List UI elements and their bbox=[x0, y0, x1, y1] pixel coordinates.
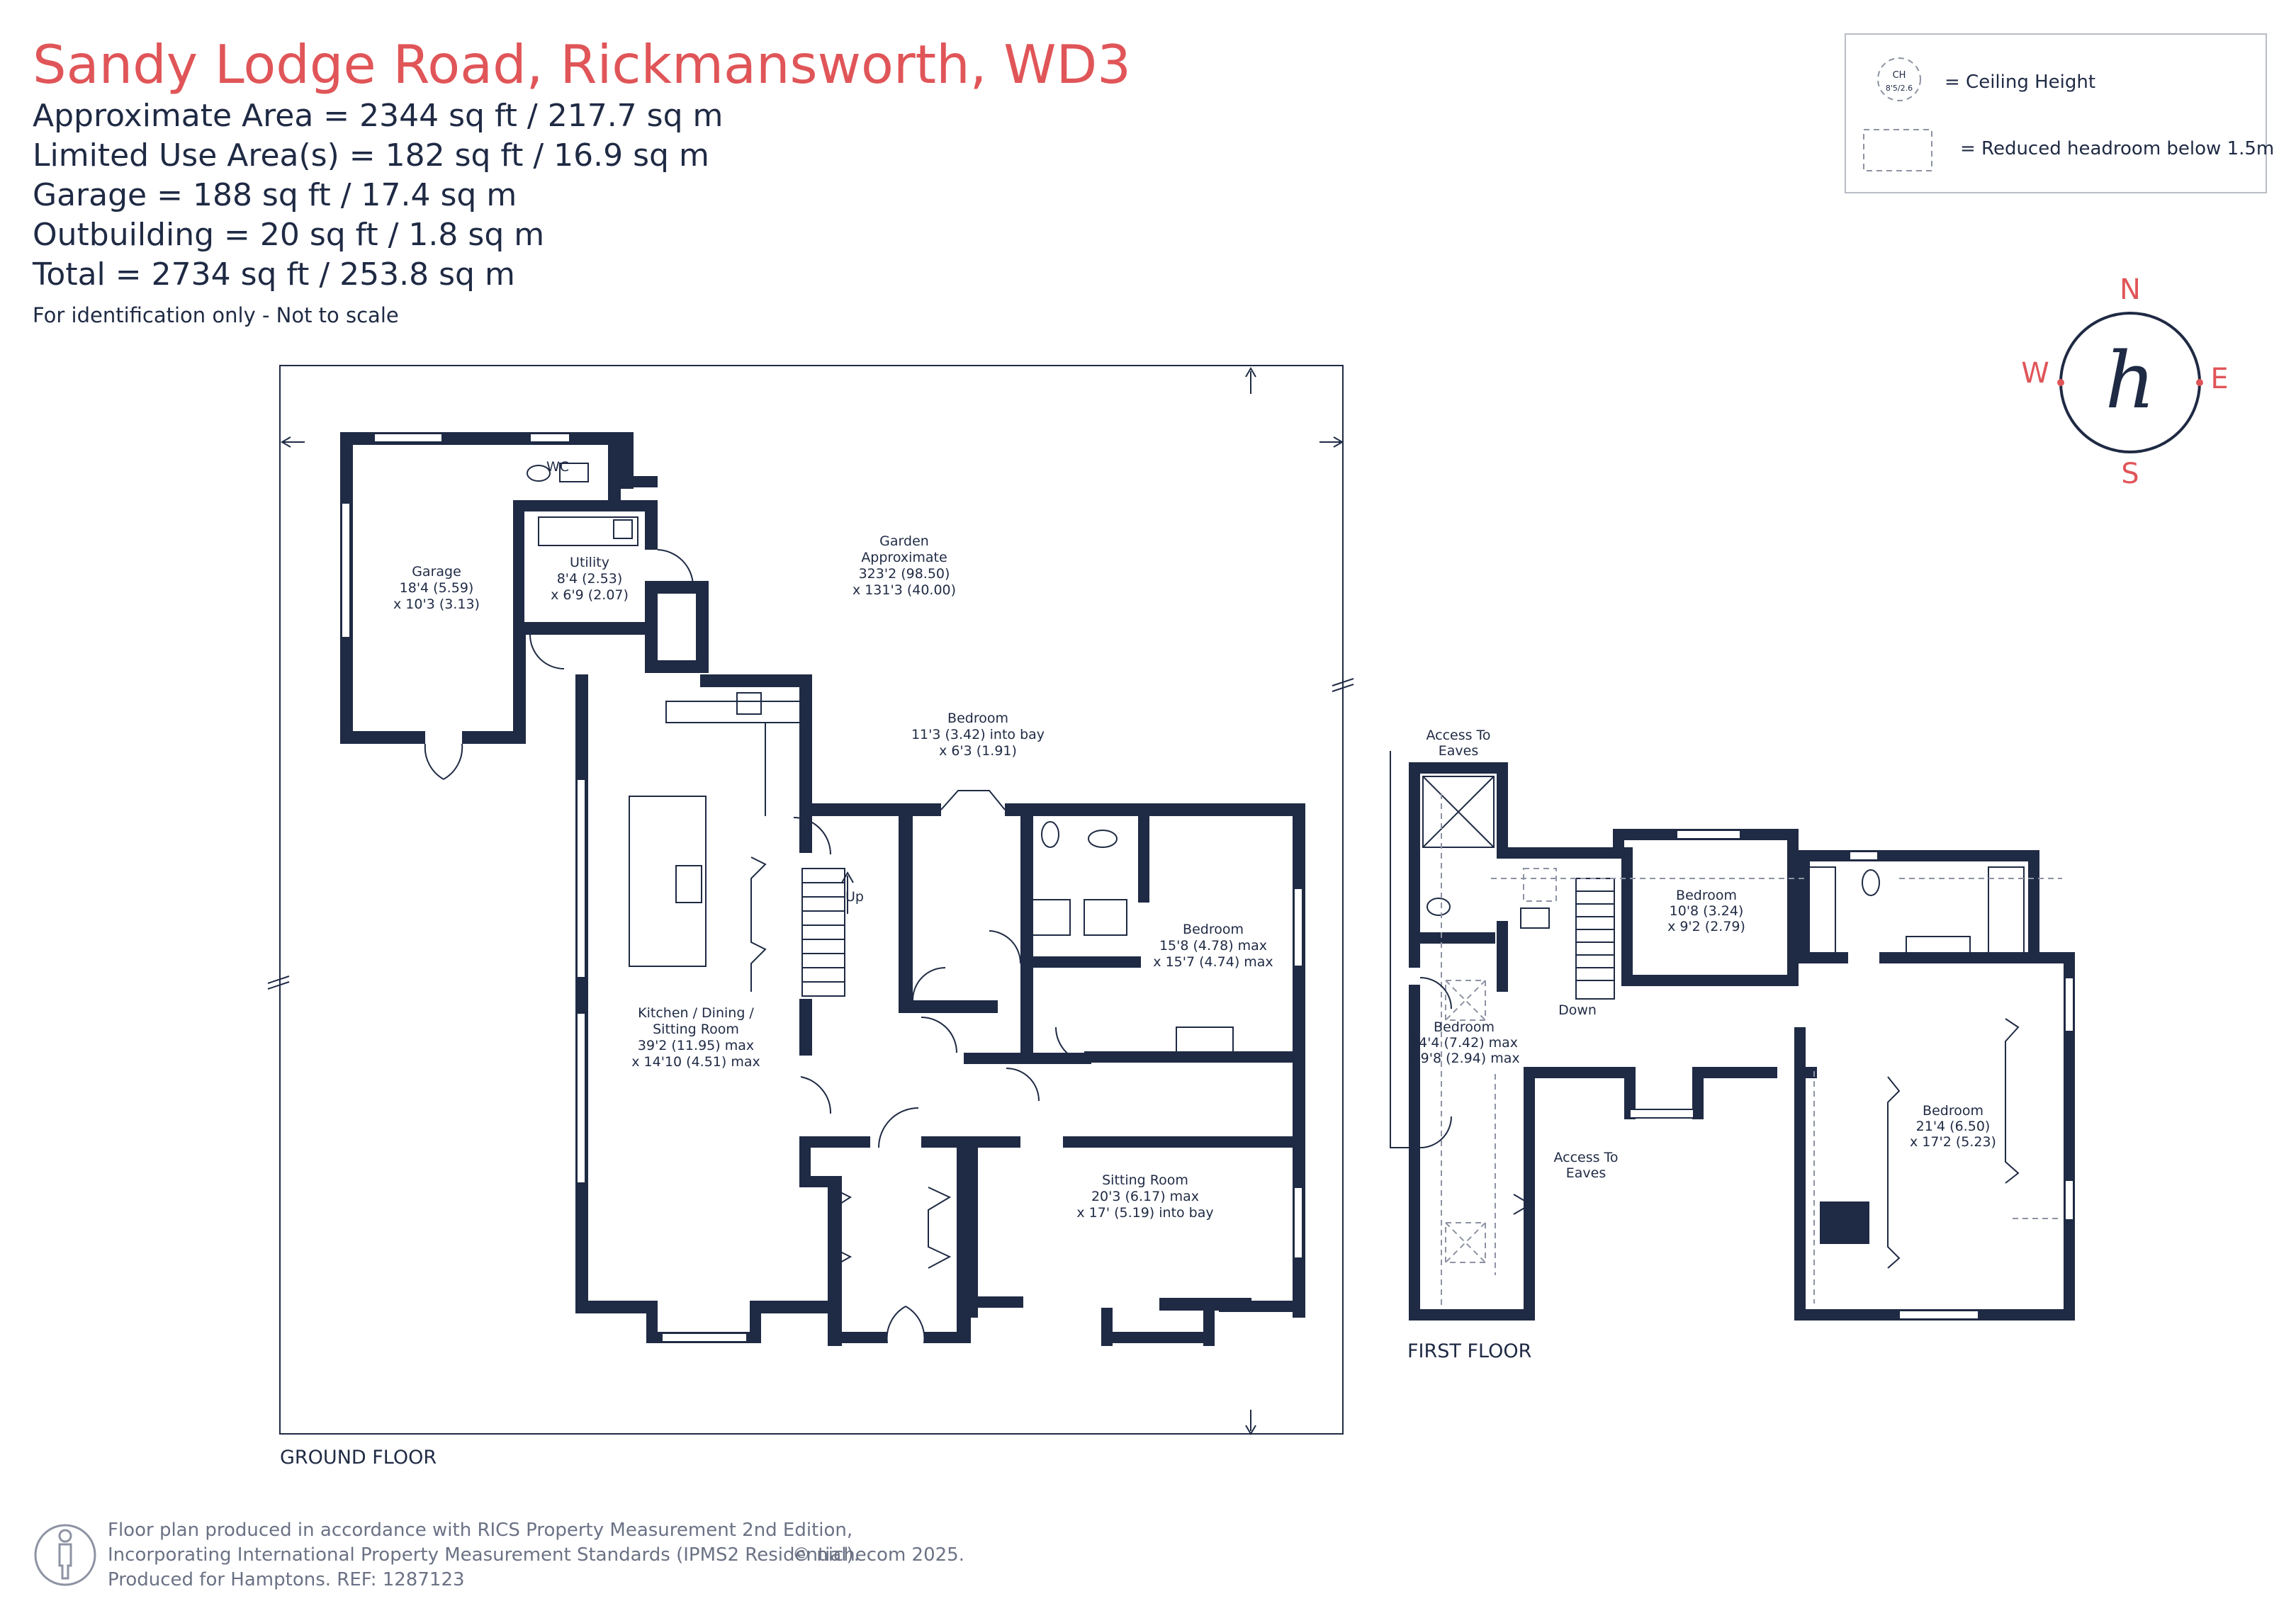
area-approximate: Approximate Area = 2344 sq ft / 217.7 sq… bbox=[33, 98, 723, 134]
ch-value: 8'5/2.6 bbox=[1886, 84, 1913, 93]
label-bedroom-bay: Bedroom bbox=[947, 711, 1008, 726]
compass-w: W bbox=[2021, 357, 2049, 390]
garden-boundary bbox=[279, 365, 1344, 1435]
first-floor-walls bbox=[1409, 762, 2075, 1321]
footer-copyright: © nichecom 2025. bbox=[792, 1544, 964, 1566]
label-garage-dim2: x 10'3 (3.13) bbox=[393, 596, 480, 612]
legend-ceiling-height: = Ceiling Height bbox=[1945, 72, 2095, 93]
footer: Floor plan produced in accordance with R… bbox=[34, 1520, 964, 1590]
label-bedroom-a: Bedroom bbox=[1676, 888, 1737, 903]
label-eaves-top: Access To bbox=[1426, 728, 1490, 743]
label-eaves-mid-2: Eaves bbox=[1566, 1165, 1606, 1181]
label-kitchen-2: Sitting Room bbox=[653, 1022, 739, 1037]
label-kitchen: Kitchen / Dining / bbox=[638, 1005, 754, 1021]
label-bedroom-b: Bedroom bbox=[1434, 1019, 1495, 1035]
label-kitchen-dim1: 39'2 (11.95) max bbox=[638, 1038, 754, 1053]
area-total: Total = 2734 sq ft / 253.8 sq m bbox=[32, 256, 515, 293]
label-sitting: Sitting Room bbox=[1102, 1172, 1188, 1188]
compass-e: E bbox=[2210, 363, 2228, 395]
label-garden-dim2: x 131'3 (40.00) bbox=[852, 582, 956, 598]
ch-abbr: CH bbox=[1893, 70, 1906, 81]
label-sitting-dim1: 20'3 (6.17) max bbox=[1091, 1189, 1199, 1204]
compass-s: S bbox=[2121, 458, 2139, 490]
label-bedroom-bay-dim2: x 6'3 (1.91) bbox=[939, 743, 1017, 759]
person-scale-icon bbox=[34, 1524, 96, 1586]
label-garage: Garage bbox=[412, 564, 461, 579]
label-eaves-top-2: Eaves bbox=[1439, 743, 1478, 759]
legend-reduced-headroom: = Reduced headroom below 1.5m bbox=[1960, 138, 2274, 159]
area-garage: Garage = 188 sq ft / 17.4 sq m bbox=[33, 177, 517, 213]
label-bedroom-bay-dim1: 11'3 (3.42) into bay bbox=[911, 727, 1045, 742]
ground-floor-labels: WC Garage 18'4 (5.59) x 10'3 (3.13) Util… bbox=[393, 459, 1273, 1221]
label-utility: Utility bbox=[570, 555, 609, 570]
page-title: Sandy Lodge Road, Rickmansworth, WD3 bbox=[33, 33, 1131, 96]
label-sitting-dim2: x 17' (5.19) into bay bbox=[1076, 1205, 1213, 1221]
sitting-bay-walls bbox=[1101, 1308, 1215, 1346]
scale-note: For identification only - Not to scale bbox=[33, 303, 399, 327]
label-kitchen-dim2: x 14'10 (4.51) max bbox=[631, 1054, 760, 1070]
label-eaves-mid: Access To bbox=[1553, 1150, 1618, 1165]
boundary-arrows bbox=[267, 367, 1354, 1435]
bedroom-bay-walls bbox=[899, 803, 1305, 1318]
label-bedroom-right: Bedroom bbox=[1183, 922, 1244, 937]
label-garage-dim1: 18'4 (5.59) bbox=[400, 580, 474, 596]
area-limited-use: Limited Use Area(s) = 182 sq ft / 16.9 s… bbox=[33, 137, 709, 174]
ceiling-height-symbol bbox=[1877, 57, 1921, 101]
compass: N S E W h bbox=[2021, 273, 2228, 490]
label-garden-dim1: 323'2 (98.50) bbox=[859, 566, 950, 582]
label-garden-approx: Approximate bbox=[861, 550, 947, 565]
stair-down-label: Down bbox=[1558, 1002, 1597, 1018]
label-wc: WC bbox=[546, 459, 569, 475]
first-floor-staircase bbox=[1575, 878, 1615, 1000]
label-bedroom-a-dim1: 10'8 (3.24) bbox=[1670, 903, 1744, 919]
footer-line-1: Floor plan produced in accordance with R… bbox=[108, 1520, 852, 1541]
ground-floor-label: GROUND FLOOR bbox=[280, 1447, 437, 1469]
staircase bbox=[801, 868, 854, 997]
label-bedroom-c-dim1: 21'4 (6.50) bbox=[1916, 1119, 1991, 1134]
compass-n: N bbox=[2120, 273, 2141, 306]
label-utility-dim1: 8'4 (2.53) bbox=[557, 571, 623, 587]
reduced-headroom-symbol bbox=[1863, 129, 1932, 171]
hob-icon bbox=[675, 865, 702, 903]
kitchen-island bbox=[629, 796, 707, 967]
label-bedroom-c: Bedroom bbox=[1923, 1103, 1983, 1119]
label-bedroom-right-dim1: 15'8 (4.78) max bbox=[1159, 938, 1267, 954]
first-floor-label: FIRST FLOOR bbox=[1407, 1340, 1531, 1362]
first-floor-labels: Access To Eaves Access To Eaves Bedroom … bbox=[1408, 728, 1996, 1181]
label-bedroom-a-dim2: x 9'2 (2.79) bbox=[1667, 919, 1745, 934]
brand-logo: h bbox=[2105, 335, 2156, 426]
stair-up-label: Up bbox=[845, 889, 864, 905]
label-bedroom-b-dim1: 24'4 (7.42) max bbox=[1410, 1035, 1518, 1051]
legend-box: CH 8'5/2.6 = Ceiling Height = Reduced he… bbox=[1845, 33, 2274, 193]
label-bedroom-b-dim2: x 9'8 (2.94) max bbox=[1408, 1051, 1519, 1066]
label-bedroom-right-dim2: x 15'7 (4.74) max bbox=[1153, 954, 1273, 970]
footer-line-2: Incorporating International Property Mea… bbox=[108, 1544, 860, 1566]
label-utility-dim2: x 6'9 (2.07) bbox=[551, 587, 629, 603]
footer-line-3: Produced for Hamptons. REF: 1287123 bbox=[108, 1569, 465, 1590]
label-garden: Garden bbox=[879, 533, 929, 549]
utility-walls bbox=[513, 432, 658, 635]
label-bedroom-c-dim2: x 17'2 (5.23) bbox=[1910, 1134, 1996, 1150]
area-outbuilding: Outbuilding = 20 sq ft / 1.8 sq m bbox=[33, 217, 544, 253]
